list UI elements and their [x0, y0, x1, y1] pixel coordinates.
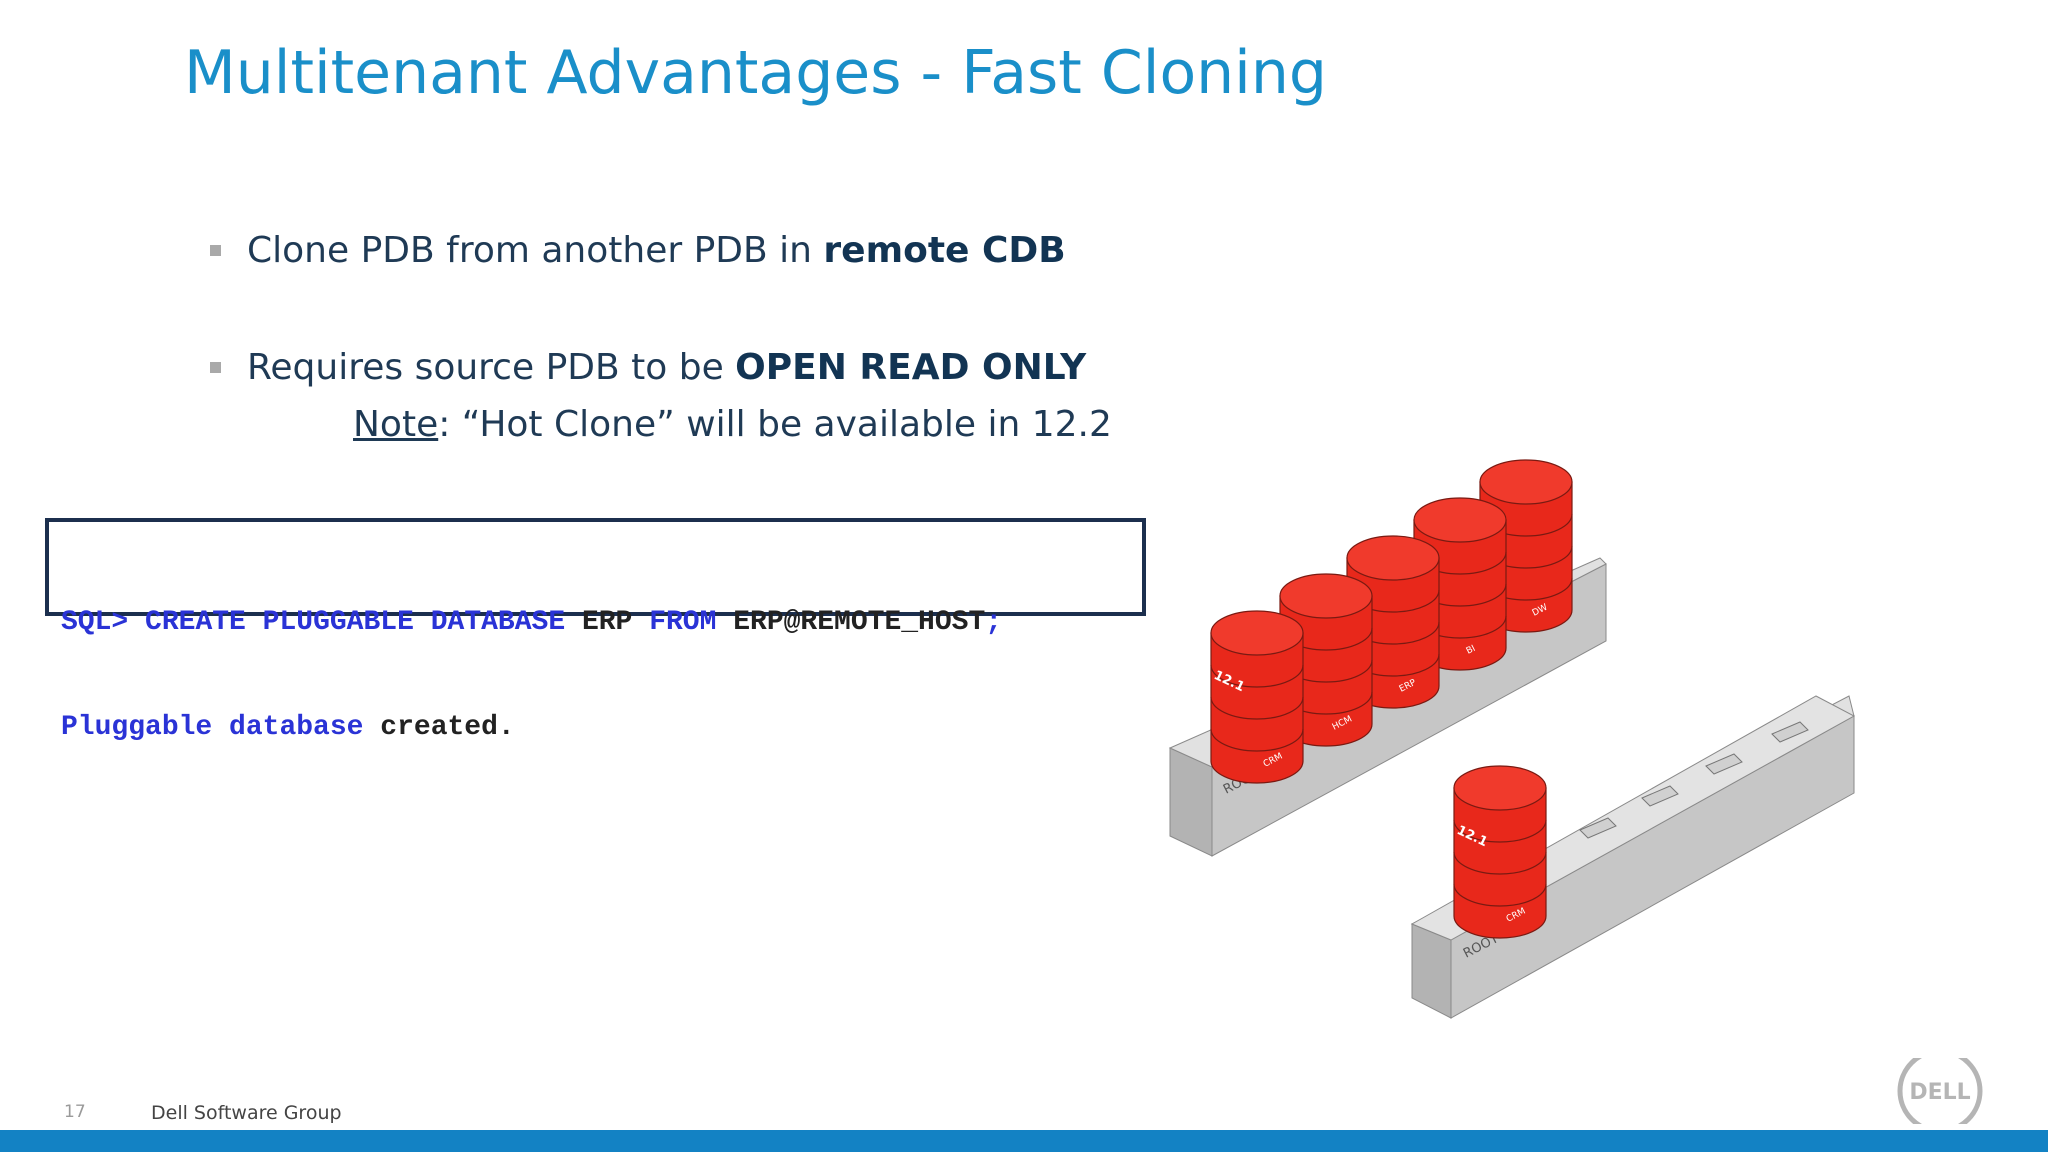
- sql-text: ERP: [581, 607, 633, 638]
- sql-keyword: Pluggable: [61, 712, 213, 743]
- sql-keyword: FROM: [649, 607, 717, 638]
- note-text: Note: “Hot Clone” will be available in 1…: [353, 404, 1112, 445]
- sql-keyword: ;: [985, 607, 1003, 638]
- sql-text: ERP@REMOTE_HOST: [733, 607, 986, 638]
- sql-code-box: SQL> CREATE PLUGGABLE DATABASE ERP FROM …: [45, 518, 1146, 743]
- sql-text: [363, 712, 380, 743]
- bullet-marker-icon: [210, 245, 221, 256]
- sql-keyword: DATABASE: [430, 607, 566, 638]
- sql-keyword: database: [229, 712, 364, 743]
- note-label: Note: [353, 404, 439, 445]
- sql-line-1: SQL> CREATE PLUGGABLE DATABASE ERP FROM …: [61, 605, 1142, 640]
- sql-text: [128, 607, 145, 638]
- bullet-bold: OPEN READ ONLY: [735, 347, 1087, 388]
- sql-text: created.: [380, 712, 515, 743]
- footer-group-name: Dell Software Group: [151, 1102, 342, 1124]
- sql-text: [716, 607, 733, 638]
- sql-text: [632, 607, 649, 638]
- empty-slot-icon: [1771, 721, 1809, 743]
- bullet-item: Requires source PDB to be OPEN READ ONLY: [210, 347, 1086, 388]
- sql-keyword: SQL>: [61, 607, 129, 638]
- bullet-marker-icon: [210, 362, 221, 373]
- page-number: 17: [64, 1102, 86, 1122]
- bullet-bold: remote CDB: [823, 230, 1066, 271]
- sql-text: [414, 607, 431, 638]
- bullet-item: Clone PDB from another PDB in remote CDB: [210, 230, 1066, 271]
- sql-text: [565, 607, 582, 638]
- empty-slot-icon: [1579, 817, 1617, 839]
- sql-text: [246, 607, 263, 638]
- pdb-label: BI: [1465, 644, 1477, 657]
- bullet-text: Clone PDB from another PDB in remote CDB: [247, 230, 1066, 271]
- sql-line-2: Pluggable database created.: [61, 710, 1142, 745]
- slide-title: Multitenant Advantages - Fast Cloning: [184, 38, 1327, 108]
- bullet-text: Requires source PDB to be OPEN READ ONLY: [247, 347, 1087, 388]
- sql-keyword: PLUGGABLE: [262, 607, 414, 638]
- empty-slot-icon: [1641, 785, 1679, 807]
- empty-slot-icon: [1705, 753, 1743, 775]
- footer-bar: [0, 1130, 2048, 1152]
- svg-text:DELL: DELL: [1909, 1080, 1970, 1105]
- sql-text: [212, 712, 229, 743]
- sql-keyword: CREATE: [145, 607, 246, 638]
- dell-logo-icon: DELL: [1897, 1058, 1983, 1124]
